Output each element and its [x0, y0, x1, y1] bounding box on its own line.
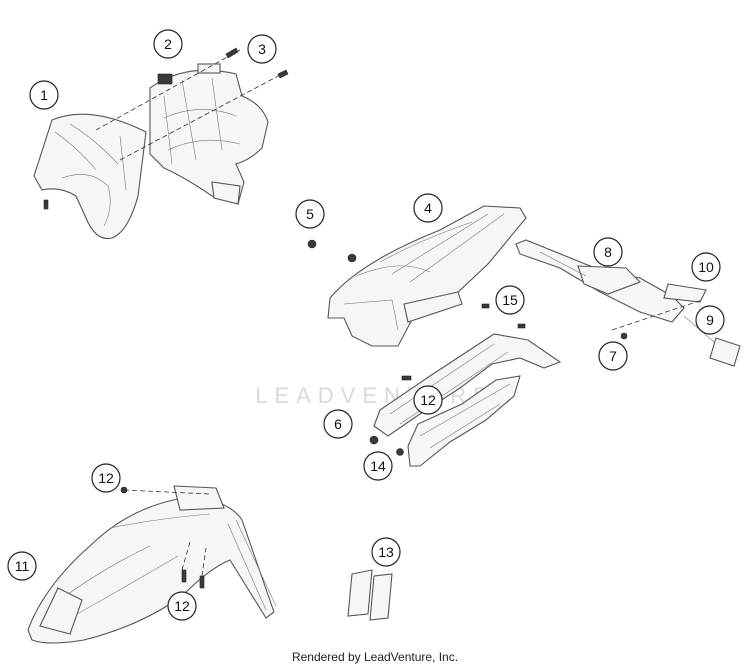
svg-text:1: 1: [40, 87, 48, 103]
callout-9: 9: [695, 305, 725, 335]
svg-text:9: 9: [706, 312, 714, 328]
callout-13: 13: [371, 537, 401, 567]
svg-text:6: 6: [334, 416, 342, 432]
callout-5: 5: [295, 199, 325, 229]
svg-text:12: 12: [174, 598, 190, 614]
fasteners: [120, 47, 628, 589]
callout-2: 2: [153, 29, 183, 59]
svg-text:12: 12: [98, 470, 114, 486]
svg-text:2: 2: [164, 36, 172, 52]
svg-text:8: 8: [604, 244, 612, 260]
svg-text:5: 5: [306, 206, 314, 222]
callout-10: 10: [691, 252, 721, 282]
callout-4: 4: [413, 193, 443, 223]
headlight-housing: [149, 63, 269, 205]
callout-7: 7: [598, 341, 628, 371]
callout-12-middle: 12: [413, 385, 443, 415]
sticker-set: [347, 569, 393, 621]
front-fender: [27, 485, 277, 644]
rear-fender: [327, 205, 527, 347]
svg-text:7: 7: [609, 348, 617, 364]
svg-text:4: 4: [424, 200, 432, 216]
svg-text:12: 12: [420, 392, 436, 408]
svg-text:15: 15: [502, 292, 518, 308]
callout-14: 14: [363, 451, 393, 481]
callout-12-top: 12: [91, 463, 121, 493]
leader-lines: [95, 49, 703, 577]
tail-bracket: [515, 239, 741, 367]
callout-12-bottom: 12: [167, 591, 197, 621]
svg-text:14: 14: [370, 458, 386, 474]
callout-1: 1: [29, 80, 59, 110]
svg-text:3: 3: [258, 41, 266, 57]
callout-11: 11: [7, 551, 37, 581]
callout-8: 8: [593, 237, 623, 267]
svg-text:11: 11: [15, 558, 30, 574]
svg-text:13: 13: [378, 544, 394, 560]
callout-6: 6: [323, 409, 353, 439]
side-cover: [407, 375, 521, 467]
callout-15: 15: [495, 285, 525, 315]
svg-text:10: 10: [698, 259, 714, 275]
headlight-mask: [33, 113, 147, 240]
credit-footer: Rendered by LeadVenture, Inc.: [291, 650, 459, 664]
callout-3: 3: [247, 34, 277, 64]
